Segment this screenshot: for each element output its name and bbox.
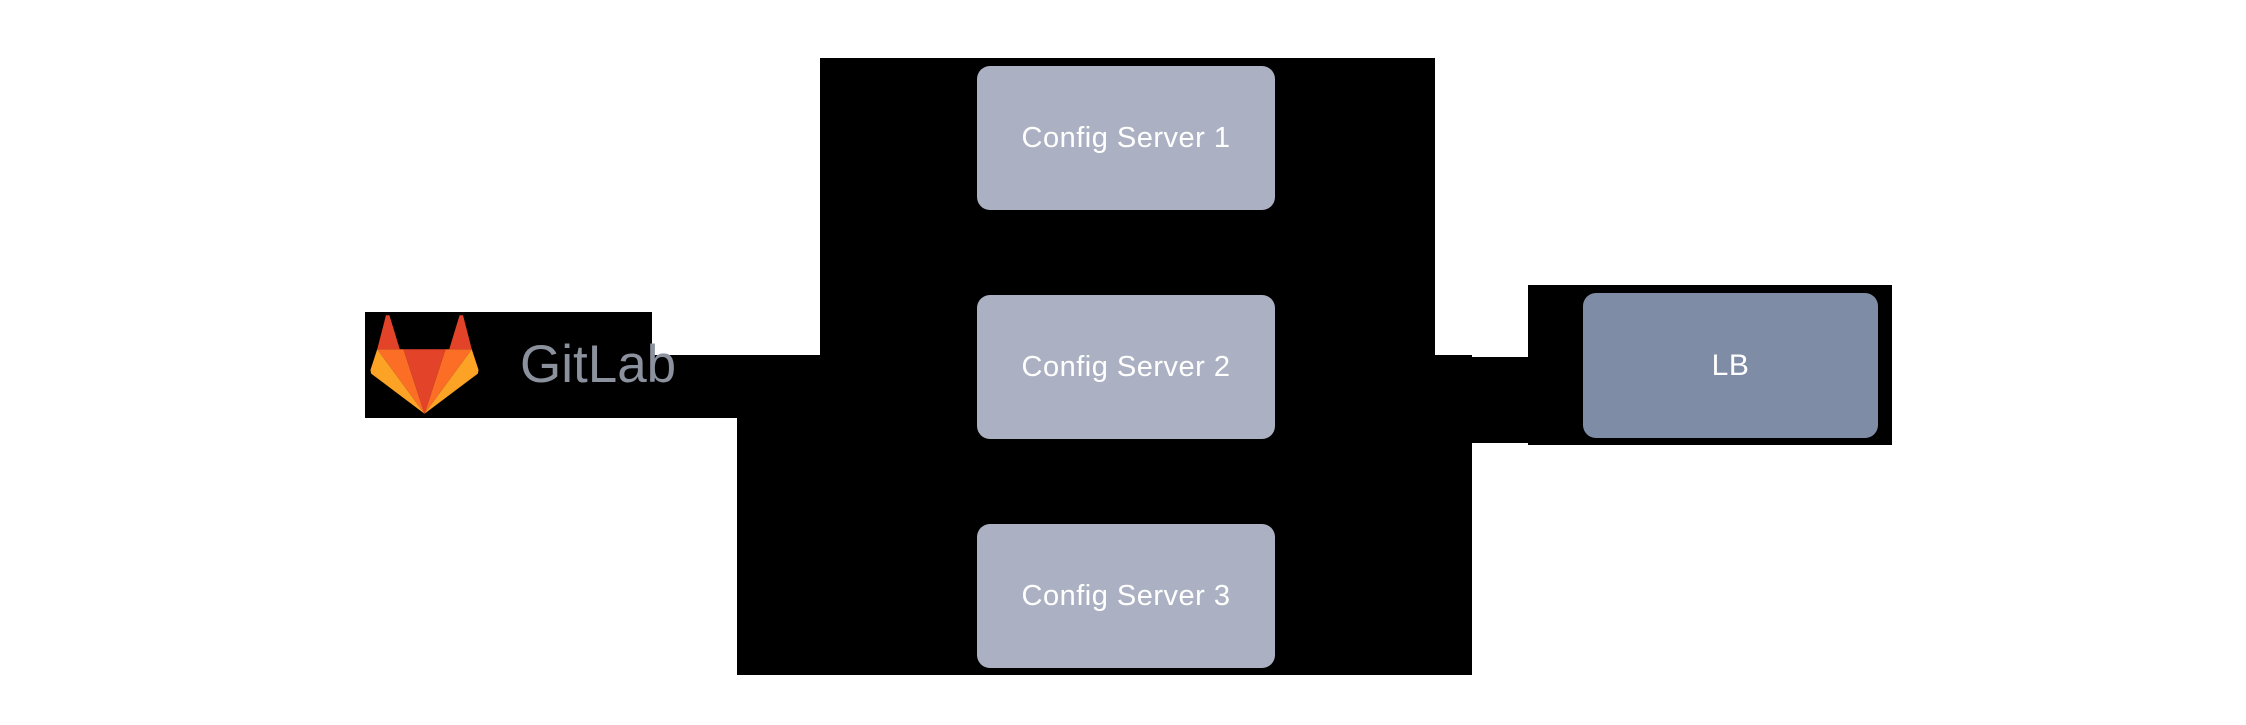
node-config-server-3-label: Config Server 3 xyxy=(1021,579,1231,612)
node-config-server-2-label: Config Server 2 xyxy=(1021,350,1231,383)
node-load-balancer-label: LB xyxy=(1711,348,1750,382)
connector-servers-to-lb xyxy=(1472,357,1530,443)
gitlab-wordmark: GitLab xyxy=(520,335,677,394)
node-config-server-2: Config Server 2 xyxy=(977,295,1275,439)
gitlab-tanuki-icon xyxy=(370,315,479,414)
node-config-server-1: Config Server 1 xyxy=(977,66,1275,210)
node-load-balancer: LB xyxy=(1583,293,1878,438)
node-config-server-1-label: Config Server 1 xyxy=(1021,121,1231,154)
node-config-server-3: Config Server 3 xyxy=(977,524,1275,668)
